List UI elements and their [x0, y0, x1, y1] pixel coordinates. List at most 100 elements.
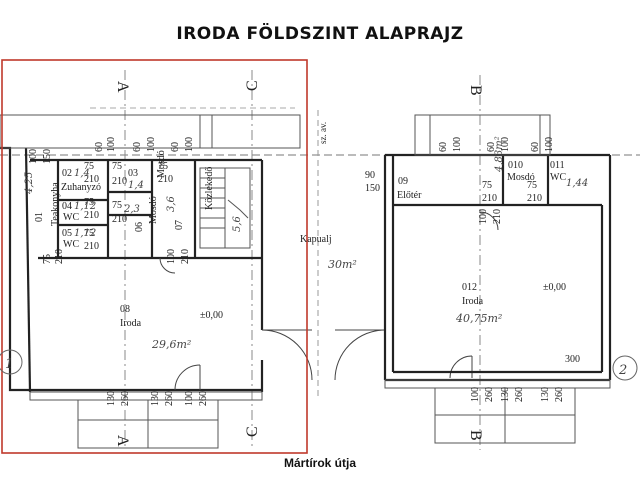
section-mark-a-bottom: A: [114, 435, 131, 447]
dim-label: 75: [84, 161, 94, 172]
dim-label: 210: [112, 214, 127, 225]
dim-label: 100: [452, 137, 463, 152]
dim-label: 60: [530, 142, 541, 152]
room-name: Kapualj: [300, 234, 332, 245]
dim-label: 90: [365, 170, 375, 181]
room-area: 4,25: [24, 172, 35, 195]
dim-label: 210: [180, 249, 191, 264]
section-mark-a-top: A: [114, 81, 131, 93]
dim-label: 75: [42, 254, 53, 264]
dim-label: 75: [158, 161, 168, 172]
room-number: 011: [550, 160, 565, 171]
dim-label: 75: [482, 180, 492, 191]
room-area: 1,4: [128, 180, 144, 191]
dim-label: 210: [527, 193, 542, 204]
dim-label: 260: [514, 387, 525, 402]
dim-label: 100: [166, 249, 177, 264]
room-name: Közlekedő: [204, 167, 215, 210]
dim-label: 130: [500, 387, 511, 402]
dim-label: 75: [112, 161, 122, 172]
dim-label: 60: [132, 142, 143, 152]
dim-label: 100: [184, 137, 195, 152]
room-number: 04: [62, 201, 72, 212]
axis-marker-right: [612, 355, 638, 381]
dim-label: 100: [106, 137, 117, 152]
dim-label: 210: [84, 241, 99, 252]
dim-label: 100: [28, 149, 39, 164]
dim-label: 75: [84, 228, 94, 239]
level-mark: ±0,00: [200, 310, 223, 321]
room-name: Mosdó: [156, 150, 167, 178]
entrance-door-swing: [159, 211, 499, 391]
dim-label: 210: [54, 249, 65, 264]
dim-label: 210: [492, 209, 503, 224]
room-area: 2,3: [123, 204, 140, 215]
dim-label: 210: [84, 210, 99, 221]
dim-label: 130: [106, 391, 117, 406]
level-mark: ±0,00: [543, 282, 566, 293]
dim-label: 130: [540, 387, 551, 402]
room-area: 1,12: [74, 201, 96, 212]
room-number: 010: [508, 160, 523, 171]
dim-label: 150: [42, 149, 53, 164]
dim-label: 300: [565, 354, 580, 365]
dim-label: 150: [365, 183, 380, 194]
room-name: Zuhanyzó: [61, 182, 101, 193]
highlighted-unit-frame: [1, 59, 308, 454]
dim-label: 210: [84, 174, 99, 185]
plan-title: IRODA FÖLDSZINT ALAPRAJZ: [176, 24, 464, 44]
room-name: Előtér: [397, 190, 422, 201]
dim-label: 210: [482, 193, 497, 204]
dim-label: 100: [478, 209, 489, 224]
room-name: WC: [63, 239, 79, 250]
dim-label: 75: [527, 180, 537, 191]
room-number: 02: [62, 168, 72, 179]
room-area: 30m²: [328, 258, 357, 271]
room-name: Mosdó: [507, 172, 535, 183]
dim-label: 60: [438, 142, 449, 152]
room-number: 012: [462, 282, 477, 293]
dim-label: 100: [184, 391, 195, 406]
room-name: Mosdó: [148, 196, 159, 224]
room-area: 1,12: [74, 228, 96, 239]
dim-label: 100: [544, 137, 555, 152]
dim-label: 260: [554, 387, 565, 402]
room-area: 1,44: [566, 178, 588, 189]
stair-area: 5,6: [232, 215, 243, 232]
section-mark-b-bottom: B: [467, 430, 484, 441]
dim-label: 260: [198, 391, 209, 406]
room-name: WC: [63, 212, 79, 223]
room-area: 4,83m²: [494, 136, 505, 173]
room-area: 1,4: [74, 168, 90, 179]
dim-label: 100: [470, 387, 481, 402]
room-area: 40,75m²: [455, 312, 502, 325]
room-number: 07: [174, 220, 185, 230]
shaft-label: sz. av.: [318, 122, 328, 144]
dim-label: 75: [84, 197, 94, 208]
room-number: 01: [34, 212, 45, 222]
section-mark-b-top: B: [467, 85, 484, 96]
dim-label: 100: [146, 137, 157, 152]
room-area: 29,6m²: [151, 338, 191, 351]
dim-label: 60: [170, 142, 181, 152]
room-number: 03: [128, 168, 138, 179]
room-number: 08: [120, 304, 130, 315]
dim-label: 260: [120, 391, 131, 406]
dim-label: 75: [112, 200, 122, 211]
room-number: 05: [62, 228, 72, 239]
axis-label-right: 2: [618, 363, 627, 378]
section-mark-c-top: C: [244, 80, 261, 91]
staircase: [199, 167, 251, 249]
room-name: Teakonyha: [50, 182, 61, 226]
room-name: Iroda: [462, 296, 484, 307]
dim-label: 60: [94, 142, 105, 152]
axis-label-left: 1: [5, 357, 13, 372]
dim-label: 210: [158, 174, 173, 185]
street-label: Mártírok útja: [283, 456, 356, 470]
dim-label: 130: [150, 391, 161, 406]
room-number: 09: [398, 176, 408, 187]
dim-label: 60: [486, 142, 497, 152]
dim-label: 260: [164, 391, 175, 406]
dim-label: 210: [112, 176, 127, 187]
